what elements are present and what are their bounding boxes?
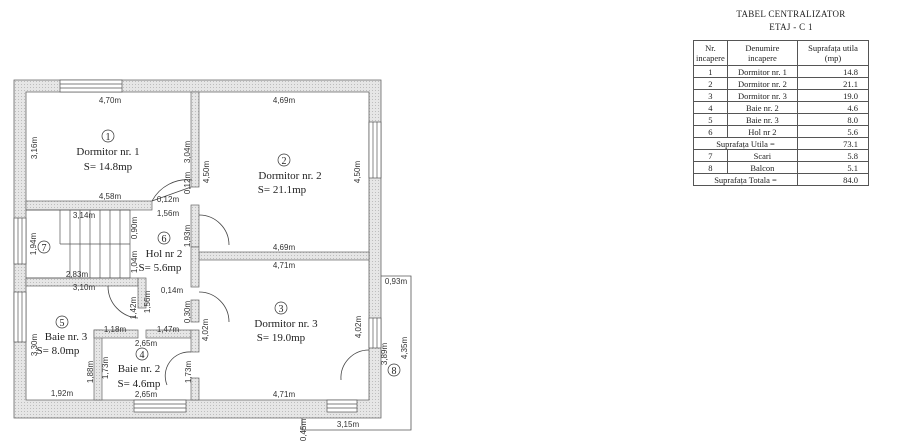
room-7-label: 7 (37, 240, 51, 254)
svg-text:Dormitor nr. 1: Dormitor nr. 1 (76, 146, 139, 158)
doors (107, 179, 370, 386)
svg-text:0,90m: 0,90m (130, 217, 139, 240)
table-title: TABEL CENTRALIZATOR (736, 9, 846, 19)
room-2-label: 2 Dormitor nr. 2 S= 21.1mp (258, 153, 322, 196)
svg-text:0,30m: 0,30m (183, 301, 192, 324)
header-area: Suprafața utila(mp) (797, 40, 869, 66)
svg-text:1,42m: 1,42m (129, 297, 138, 320)
summary-table-panel: TABEL CENTRALIZATOR ETAJ - C 1 Nr.incape… (692, 8, 890, 186)
svg-text:2,65m: 2,65m (135, 339, 158, 348)
room-8-label: 8 (387, 363, 401, 377)
dimension-labels: 4,70m 3,16m 4,58m 3,04m 0,12m 0,12m 4,69… (29, 96, 409, 441)
svg-text:Hol nr 2: Hol nr 2 (146, 248, 183, 260)
svg-text:4,71m: 4,71m (273, 390, 296, 399)
svg-text:S= 4.6mp: S= 4.6mp (118, 378, 161, 390)
svg-text:3,04m: 3,04m (183, 141, 192, 164)
svg-text:4,50m: 4,50m (202, 161, 211, 184)
svg-text:S= 21.1mp: S= 21.1mp (258, 184, 307, 196)
svg-text:S= 19.0mp: S= 19.0mp (257, 332, 306, 344)
svg-text:1,73m: 1,73m (184, 361, 193, 384)
balcony-outline (301, 275, 412, 431)
svg-text:0,93m: 0,93m (385, 277, 408, 286)
svg-text:1,93m: 1,93m (183, 225, 192, 248)
svg-text:8: 8 (392, 366, 397, 377)
interior-walls (25, 91, 370, 401)
room-1-label: 1 Dormitor nr. 1 S= 14.8mp (76, 129, 140, 173)
svg-text:4,02m: 4,02m (354, 316, 363, 339)
room-3-label: 3 Dormitor nr. 3 S= 19.0mp (254, 301, 318, 344)
room-5-label: 5 Baie nr. 3 S= 8.0mp (37, 315, 88, 357)
room-6-label: 6 Hol nr 2 S= 5.6mp (139, 231, 183, 274)
total-row: Suprafața Totala =84.0 (693, 173, 869, 186)
svg-text:2,83m: 2,83m (66, 270, 89, 279)
svg-text:S= 8.0mp: S= 8.0mp (37, 345, 80, 357)
svg-text:1,94m: 1,94m (29, 233, 38, 256)
svg-text:Dormitor nr. 2: Dormitor nr. 2 (258, 170, 321, 182)
svg-text:4,71m: 4,71m (273, 261, 296, 270)
svg-text:0,14m: 0,14m (161, 286, 184, 295)
svg-text:3: 3 (279, 304, 284, 315)
svg-text:3,16m: 3,16m (30, 137, 39, 160)
svg-text:2: 2 (282, 156, 287, 167)
svg-text:Baie nr. 2: Baie nr. 2 (118, 363, 160, 375)
svg-text:2,65m: 2,65m (135, 390, 158, 399)
svg-text:4,35m: 4,35m (400, 337, 409, 360)
svg-text:1,47m: 1,47m (157, 325, 180, 334)
header-nr: Nr.incapere (693, 40, 728, 66)
svg-text:3,14m: 3,14m (73, 211, 96, 220)
table-subtitle: ETAJ - C 1 (769, 22, 813, 32)
svg-text:3,10m: 3,10m (73, 283, 96, 292)
svg-text:3,30m: 3,30m (30, 334, 39, 357)
svg-text:0,12m: 0,12m (157, 195, 180, 204)
svg-text:S= 5.6mp: S= 5.6mp (139, 262, 182, 274)
svg-text:1,73m: 1,73m (101, 357, 110, 380)
svg-text:7: 7 (42, 243, 47, 254)
room-4-label: 4 Baie nr. 2 S= 4.6mp (118, 347, 161, 390)
svg-text:Baie nr. 3: Baie nr. 3 (45, 331, 88, 343)
svg-text:3,89m: 3,89m (380, 343, 389, 366)
svg-text:4: 4 (140, 350, 145, 361)
svg-text:4,70m: 4,70m (99, 96, 122, 105)
svg-text:1,18m: 1,18m (104, 325, 127, 334)
svg-text:4,02m: 4,02m (201, 319, 210, 342)
svg-text:1,92m: 1,92m (51, 389, 74, 398)
svg-text:1,56m: 1,56m (157, 209, 180, 218)
svg-text:6: 6 (162, 234, 167, 245)
svg-text:0,45m: 0,45m (299, 419, 308, 442)
svg-text:Dormitor nr. 3: Dormitor nr. 3 (254, 318, 318, 330)
svg-text:1,56m: 1,56m (143, 291, 152, 314)
svg-text:1,88m: 1,88m (86, 361, 95, 384)
svg-text:S= 14.8mp: S= 14.8mp (84, 161, 133, 173)
stairs (26, 209, 131, 279)
windows (13, 79, 382, 413)
svg-text:0,12m: 0,12m (183, 172, 192, 195)
svg-text:4,69m: 4,69m (273, 243, 296, 252)
svg-text:4,50m: 4,50m (353, 161, 362, 184)
subtotal-row: Suprafața Utila =73.1 (693, 137, 869, 150)
svg-text:3,15m: 3,15m (337, 420, 360, 429)
svg-text:1,04m: 1,04m (130, 251, 139, 274)
svg-text:4,58m: 4,58m (99, 192, 122, 201)
svg-text:5: 5 (60, 318, 65, 329)
svg-text:4,69m: 4,69m (273, 96, 296, 105)
svg-text:1: 1 (106, 132, 111, 143)
